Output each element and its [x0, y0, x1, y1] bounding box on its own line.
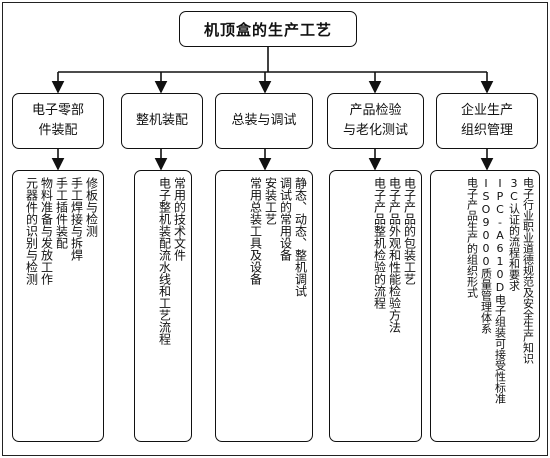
detail-box-3: 静态、动态、整机调试 调试的常用设备 安装工艺 常用总装工具及设备 — [215, 170, 313, 442]
category-box-4: 产品检验 与老化测试 — [327, 93, 424, 149]
category-1-label-line-2: 件装配 — [38, 123, 78, 138]
detail-3-item-4: 常用总装工具及设备 — [248, 177, 263, 285]
detail-box-4: 电子产品的包装工艺 电子产品外观和性能检验方法 电子产品整机检验的流程 — [329, 170, 422, 442]
detail-1-item-5: 元器件的识别与检测 — [24, 177, 39, 285]
detail-1-item-1: 修板与检测 — [84, 177, 99, 237]
detail-2-item-1: 常用的技术文件 — [172, 177, 187, 261]
detail-1-item-2: 手工焊接与拆焊 — [69, 177, 84, 261]
detail-4-item-1: 电子产品的包装工艺 — [402, 177, 417, 285]
detail-5-item-3: IPC-A610D电子组装可接受性标准 — [493, 177, 507, 404]
detail-2-item-2: 电子整机装配流水线和工艺流程 — [157, 177, 172, 345]
detail-5-item-1: 电子行业职业道德规范及安全生产知识 — [521, 177, 535, 364]
category-2-label-line-1: 整机装配 — [135, 113, 188, 128]
detail-box-5: 电子行业职业道德规范及安全生产知识 3C认证的流程和要求 IPC-A610D电子… — [430, 170, 540, 442]
category-4-label-line-1: 产品检验 — [349, 103, 402, 118]
detail-1-item-4: 物料准备与发放工作 — [39, 177, 54, 285]
detail-5-item-4: ISO9000质量管理体系 — [479, 177, 493, 334]
category-box-2: 整机装配 — [121, 93, 203, 149]
category-1-label-line-1: 电子零部 — [31, 103, 84, 118]
category-box-3: 总装与调试 — [215, 93, 313, 149]
category-box-1: 电子零部 件装配 — [12, 93, 104, 149]
detail-3-item-3: 安装工艺 — [263, 177, 278, 225]
detail-box-2: 常用的技术文件 电子整机装配流水线和工艺流程 — [134, 170, 192, 442]
category-4-label-line-2: 与老化测试 — [342, 123, 408, 138]
root-node-title: 机顶盒的生产工艺 — [179, 11, 357, 47]
detail-4-item-3: 电子产品整机检验的流程 — [372, 177, 387, 309]
category-5-label-line-1: 企业生产 — [460, 103, 513, 118]
detail-5-item-2: 3C认证的流程和要求 — [507, 177, 521, 291]
detail-box-1: 修板与检测 手工焊接与拆焊 手工插件装配 物料准备与发放工作 元器件的识别与检测 — [12, 170, 104, 442]
category-5-label-line-2: 组织管理 — [460, 123, 513, 138]
detail-5-item-5: 电子产品生产的组织形式 — [465, 177, 479, 298]
detail-1-item-3: 手工插件装配 — [54, 177, 69, 249]
category-3-label-line-1: 总装与调试 — [231, 113, 297, 128]
detail-3-item-2: 调试的常用设备 — [278, 177, 293, 261]
detail-3-item-1: 静态、动态、整机调试 — [293, 177, 308, 297]
detail-4-item-2: 电子产品外观和性能检验方法 — [387, 177, 402, 333]
category-box-5: 企业生产 组织管理 — [436, 93, 538, 149]
